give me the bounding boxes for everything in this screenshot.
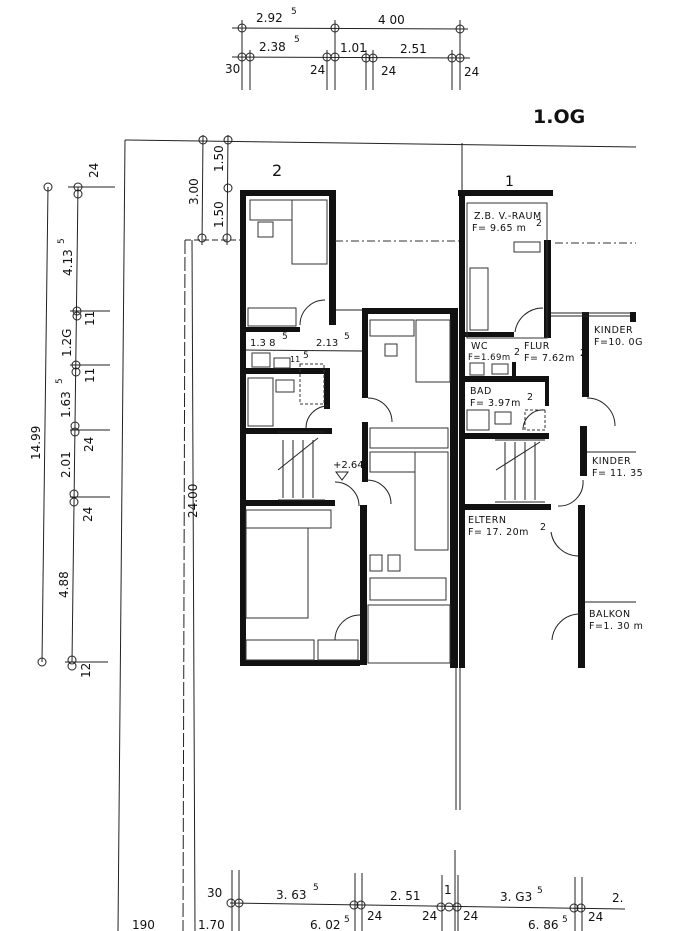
dim-label: 1 (444, 883, 452, 897)
dim-label: 6. 86 (528, 918, 559, 931)
room-name: FLUR (524, 341, 550, 352)
room-labels: Z.B. V.-RAUM F= 9.65 m 2 WC F=1.69m 2 FL… (468, 211, 643, 632)
room-area-superscript: 2 (540, 522, 547, 533)
dim-superscript: 5 (344, 915, 350, 925)
dim-label: 2.38 (259, 40, 286, 54)
room-name: WC (471, 341, 488, 352)
room-area-superscript: 2 (580, 348, 587, 359)
room-flur: FLUR F= 7.62m 2 (524, 341, 587, 364)
dim-label: 11 (290, 355, 300, 364)
dim-label: 2.51 (400, 42, 427, 56)
room-zbv-raum: Z.B. V.-RAUM F= 9.65 m 2 (472, 211, 543, 234)
dim-label: 24 (82, 437, 96, 452)
unit-label-1: 1 (505, 174, 514, 190)
dim-label: 3. 63 (276, 888, 307, 902)
dim-label: 3. G3 (500, 890, 532, 904)
dim-label: 11 (83, 311, 97, 326)
bottom-dimensions: 30 3. 63 5 2. 51 1 3. G3 5 2. 24 24 24 2… (132, 870, 626, 931)
top-dimensions: 2.92 5 4 00 2.38 5 1.01 2.51 30 24 24 24 (225, 7, 479, 90)
dim-superscript: 5 (313, 883, 319, 893)
dim-superscript: 5 (282, 332, 288, 342)
room-area: F= 17. 20m (468, 527, 529, 538)
dim-label: 2.01 (59, 451, 73, 478)
floor-title: 1.OG (533, 106, 585, 128)
level-marker: +2.64 (333, 460, 364, 471)
dim-label: 4 00 (378, 13, 405, 27)
unit-2-plan (240, 190, 460, 668)
dim-label: 2. (612, 891, 623, 905)
left-dimensions: 14.99 4.13 5 1.2G 1.63 5 2.01 4.88 24 11… (29, 163, 115, 678)
dim-label: 1.01 (340, 41, 367, 55)
dim-superscript: 5 (344, 332, 350, 342)
dim-label: 1.50 (212, 201, 226, 228)
dim-label: 4.13 (61, 249, 75, 276)
dim-label: 2. 51 (390, 889, 421, 903)
dim-label: 24 (464, 65, 479, 79)
room-area-superscript: 2 (536, 218, 543, 229)
dim-label: 4.88 (57, 571, 71, 598)
room-area: F= 9.65 m (472, 223, 526, 234)
room-name: KINDER (592, 456, 631, 467)
dim-label: 12 (79, 663, 93, 678)
dim-label: 24 (87, 163, 101, 178)
room-area: F=1. 30 m (589, 621, 643, 632)
dim-label: 14.99 (29, 426, 43, 460)
dim-superscript: 5 (294, 35, 300, 45)
room-name: BAD (470, 386, 492, 397)
unit-label-2: 2 (272, 161, 282, 180)
room-area: F=1.69m (468, 353, 511, 363)
dim-label: 24 (422, 909, 437, 923)
dim-label: 1.63 (59, 391, 73, 418)
room-kinder-2: KINDER F= 11. 35 (592, 456, 643, 479)
dim-superscript: 5 (291, 7, 297, 17)
dim-superscript: 5 (562, 915, 568, 925)
dim-superscript: 5 (303, 351, 309, 361)
dim-label: 24 (81, 507, 95, 522)
room-name: KINDER (594, 325, 633, 336)
room-name: BALKON (589, 609, 631, 620)
dim-label: 1.70 (198, 918, 225, 931)
dim-label: 24 (588, 910, 603, 924)
dim-label: 190 (132, 918, 155, 931)
site-lines (117, 139, 637, 931)
dim-label: 30 (225, 62, 240, 76)
dim-label: 24 (367, 909, 382, 923)
inner-dimensions: 3.00 1.50 1.50 24.00 1.3 8 5 2.13 5 11 5… (186, 134, 364, 518)
room-wc: WC F=1.69m 2 (468, 341, 521, 363)
room-name: Z.B. V.-RAUM (474, 211, 542, 222)
dim-label: 30 (207, 886, 222, 900)
dim-label: 24 (310, 63, 325, 77)
dim-label: 11 (83, 368, 97, 383)
dim-label: 2.13 (316, 338, 338, 349)
dim-superscript: 5 (537, 886, 543, 896)
dim-label: 24.00 (186, 484, 200, 518)
room-name: ELTERN (468, 515, 507, 526)
room-kinder-1: KINDER F=10. 0G (594, 325, 643, 348)
dim-superscript: 5 (57, 238, 67, 244)
dim-label: 2.92 (256, 11, 283, 25)
room-bad: BAD F= 3.97m 2 (470, 386, 534, 409)
dim-label: 24 (381, 64, 396, 78)
dim-label: 1.50 (212, 145, 226, 172)
dim-label: 1.3 8 (250, 338, 275, 349)
dim-label: 24 (463, 909, 478, 923)
room-area: F= 11. 35 (592, 468, 643, 479)
dim-superscript: 5 (55, 378, 65, 384)
unit-1-plan (458, 190, 636, 668)
dim-label: 6. 02 (310, 918, 341, 931)
room-area-superscript: 2 (514, 347, 521, 358)
dim-label: 1.2G (60, 329, 74, 357)
room-balkon: BALKON F=1. 30 m (589, 609, 643, 632)
room-area-superscript: 2 (527, 392, 534, 403)
dim-label: 3.00 (187, 178, 201, 205)
room-area: F= 3.97m (470, 398, 521, 409)
room-eltern: ELTERN F= 17. 20m 2 (468, 515, 547, 538)
room-area: F=10. 0G (594, 337, 643, 348)
room-area: F= 7.62m (524, 353, 575, 364)
